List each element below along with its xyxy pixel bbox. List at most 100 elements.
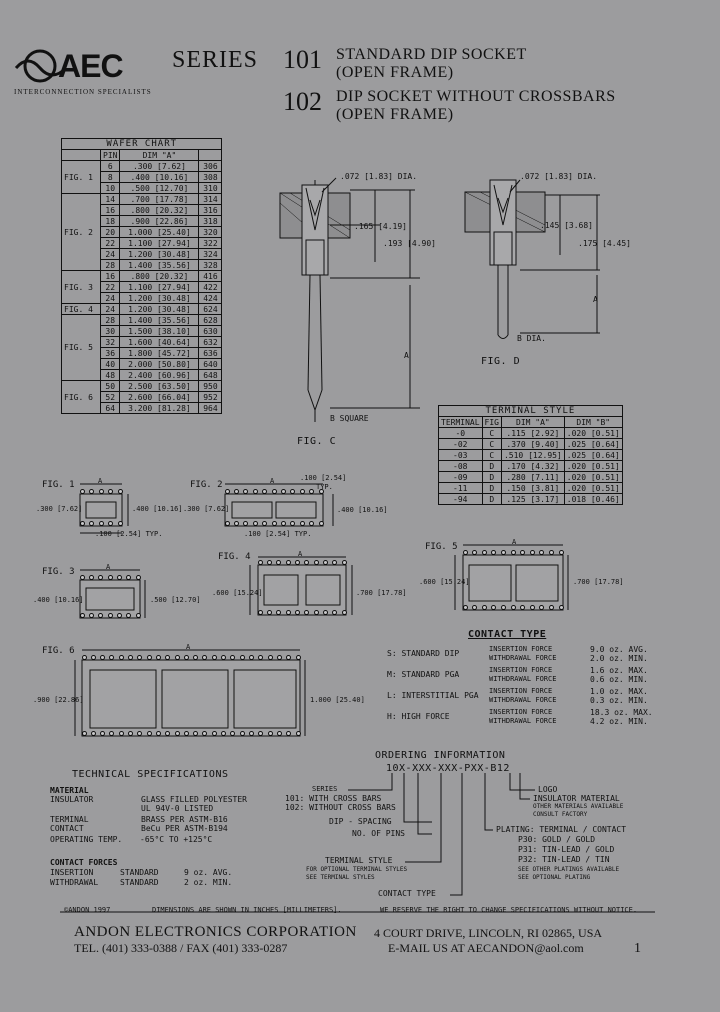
pin-hole: [294, 609, 300, 615]
pin-hole: [280, 520, 286, 526]
fig-3-500: .500 [12.70]: [150, 596, 201, 604]
contact-force-label: WITHDRAWAL FORCE: [489, 675, 557, 683]
fig-3-400: .400 [10.16]: [33, 596, 84, 604]
contact-force-label: INSERTION FORCE: [489, 666, 553, 674]
pin-hole: [529, 549, 535, 555]
pin-hole: [529, 604, 535, 610]
pin-hole: [233, 488, 239, 494]
tech-op-temp-v: -65°C TO +125°C: [140, 835, 213, 844]
pin-hole: [193, 654, 199, 660]
pin-hole: [248, 654, 254, 660]
ordering-plating-note1: SEE OTHER PLATINGS AVAILABLE: [518, 866, 620, 873]
pin-hole: [135, 574, 141, 580]
wafer-cell-pn: 964: [198, 402, 223, 414]
tech-terminal: TERMINAL: [50, 815, 89, 824]
pin-hole: [290, 488, 296, 494]
pin-hole: [221, 654, 227, 660]
contact-force-value: 2.0 oz. MIN.: [590, 654, 648, 663]
ordering-p31: P31: TIN-LEAD / GOLD: [518, 845, 615, 854]
pin-hole: [290, 520, 296, 526]
pin-hole: [98, 612, 104, 618]
fig-2-typ: TYP.: [316, 483, 333, 491]
terminal-style-cell: -94: [438, 493, 483, 505]
pin-hole: [299, 488, 305, 494]
tech-contact-v: BeCu PER ASTM-B194: [141, 824, 228, 833]
pin-hole: [491, 549, 497, 555]
ordering-p32: P32: TIN-LEAD / TIN: [518, 855, 610, 864]
fig-6-900: .900 [22.86]: [33, 696, 84, 704]
fig-4-600: .600 [15.24]: [212, 589, 263, 597]
pin-hole: [257, 609, 263, 615]
pin-hole: [276, 609, 282, 615]
pin-hole: [266, 609, 272, 615]
fig-4-700: .700 [17.78]: [356, 589, 407, 597]
pin-hole: [276, 559, 282, 565]
pin-hole: [155, 730, 161, 736]
tech-insulator-v1: GLASS FILLED POLYESTER: [141, 795, 247, 804]
fig-4-drawing: [249, 556, 353, 616]
series-102-line1: DIP SOCKET WITHOUT CROSSBARS: [336, 88, 616, 105]
contact-force-label: INSERTION FORCE: [489, 687, 553, 695]
pin-hole: [81, 654, 87, 660]
logo-wave-icon: [14, 49, 68, 83]
pin-hole: [109, 730, 115, 736]
fig-d-dia: .072 [1.83] DIA.: [520, 172, 598, 181]
series-101-line1: STANDARD DIP SOCKET: [336, 46, 527, 63]
contact-type-code: H: HIGH FORCE: [387, 712, 450, 721]
pin-hole: [510, 604, 516, 610]
pin-hole: [481, 604, 487, 610]
pin-hole: [116, 612, 122, 618]
pin-hole: [126, 612, 132, 618]
pin-hole: [165, 654, 171, 660]
pin-hole: [239, 730, 245, 736]
pin-hole: [295, 730, 301, 736]
contact-type-code: S: STANDARD DIP: [387, 649, 460, 658]
pin-hole: [118, 654, 124, 660]
terminal-style-cell: D: [481, 493, 502, 505]
ordering-title: ORDERING INFORMATION: [375, 750, 506, 761]
ordering-series: SERIES: [312, 785, 338, 793]
pin-hole: [108, 520, 113, 526]
pin-hole: [462, 549, 468, 555]
pin-hole: [258, 730, 264, 736]
pin-hole: [211, 730, 217, 736]
pin-hole: [126, 574, 132, 580]
pin-hole: [98, 488, 104, 494]
ordering-insulator-note2: CONSULT FACTORY: [533, 811, 588, 818]
pin-hole: [491, 604, 497, 610]
logo-subtitle: INTERCONNECTION SPECIALISTS: [14, 88, 152, 96]
tech-insulator: INSULATOR: [50, 795, 94, 804]
pin-hole: [309, 488, 315, 494]
ordering-terminal-note2: SEE TERMINAL STYLES: [306, 874, 375, 881]
fig-c-drawing: [279, 177, 420, 422]
pin-hole: [116, 574, 122, 580]
pin-hole: [107, 612, 113, 618]
ordering-terminal: TERMINAL STYLE: [325, 856, 393, 865]
ordering-series-101: 101: WITH CROSS BARS: [285, 794, 382, 803]
fig-2-a: A: [270, 477, 275, 485]
fig-d-drawing: [464, 179, 600, 339]
contact-type-code: M: STANDARD PGA: [387, 670, 460, 679]
fig-3-label: FIG. 3: [42, 567, 75, 577]
pin-hole: [548, 549, 554, 555]
pin-hole: [137, 654, 143, 660]
footer-company: ANDON ELECTRONICS CORPORATION: [74, 924, 357, 940]
pin-hole: [304, 609, 310, 615]
series-102-line2: (OPEN FRAME): [336, 106, 454, 123]
pin-hole: [88, 574, 94, 580]
pin-hole: [128, 730, 134, 736]
contact-type-title: CONTACT TYPE: [468, 629, 547, 640]
fig-c-label: FIG. C: [297, 436, 337, 447]
pin-hole: [155, 654, 161, 660]
tech-title: TECHNICAL SPECIFICATIONS: [72, 769, 229, 780]
pin-hole: [520, 549, 526, 555]
pin-hole: [262, 488, 268, 494]
tech-insertion-v: 9 oz. AVG.: [184, 868, 233, 877]
footer-page: 1: [634, 941, 641, 956]
fig-1-label: FIG. 1: [42, 480, 75, 490]
